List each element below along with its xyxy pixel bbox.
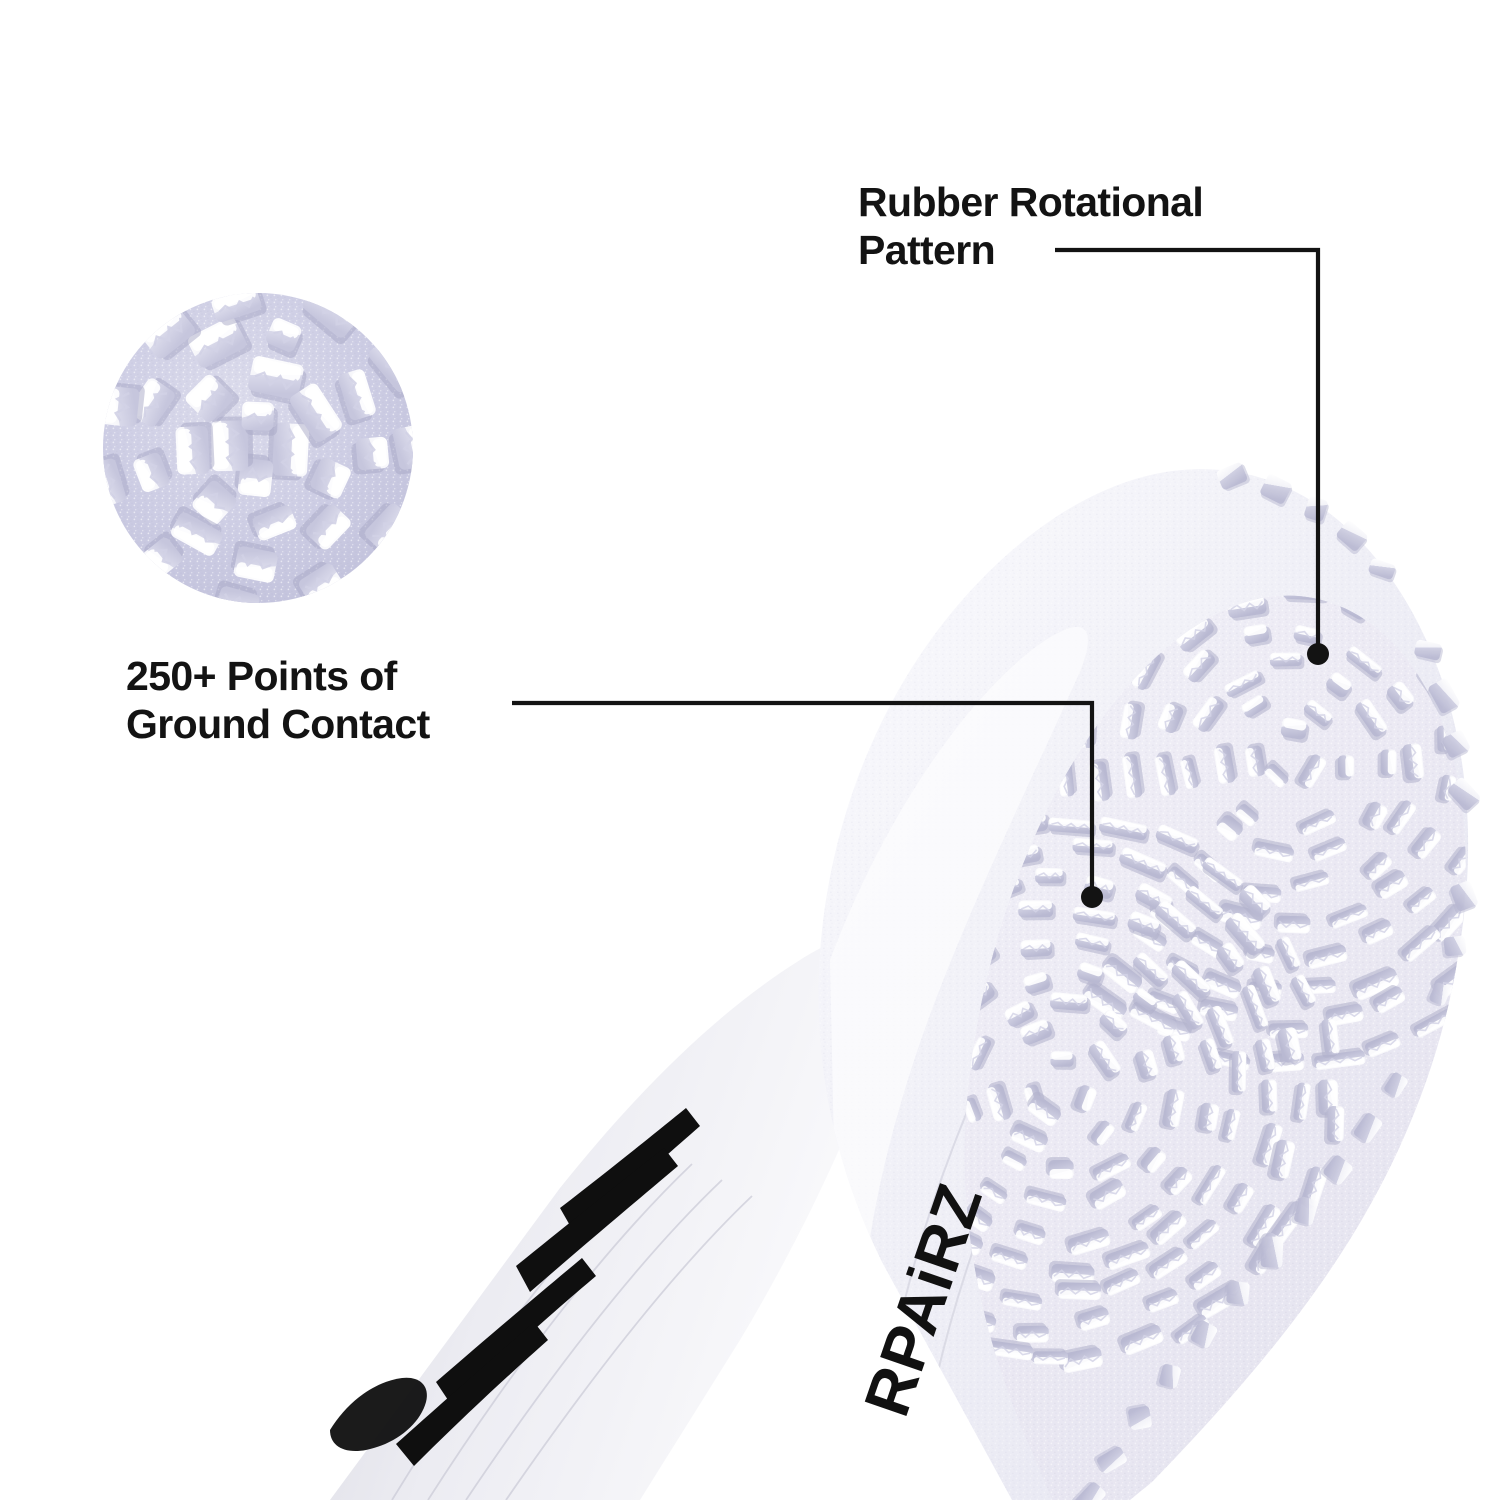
leader-line-points-of-ground-contact xyxy=(512,700,1095,895)
leader-dot-rubber-rotational-pattern xyxy=(1307,643,1329,665)
midsole-sidewall xyxy=(330,935,896,1500)
leader-line-rubber-rotational-pattern xyxy=(1055,247,1321,652)
toe-edge-serration xyxy=(1071,462,1480,1500)
sidewall-stripes xyxy=(330,1108,700,1466)
callout-label-points-of-ground-contact: 250+ Points of Ground Contact xyxy=(126,653,430,748)
callout-label-rubber-rotational-pattern: Rubber Rotational Pattern xyxy=(858,179,1204,274)
leader-dot-points-of-ground-contact xyxy=(1081,886,1103,908)
